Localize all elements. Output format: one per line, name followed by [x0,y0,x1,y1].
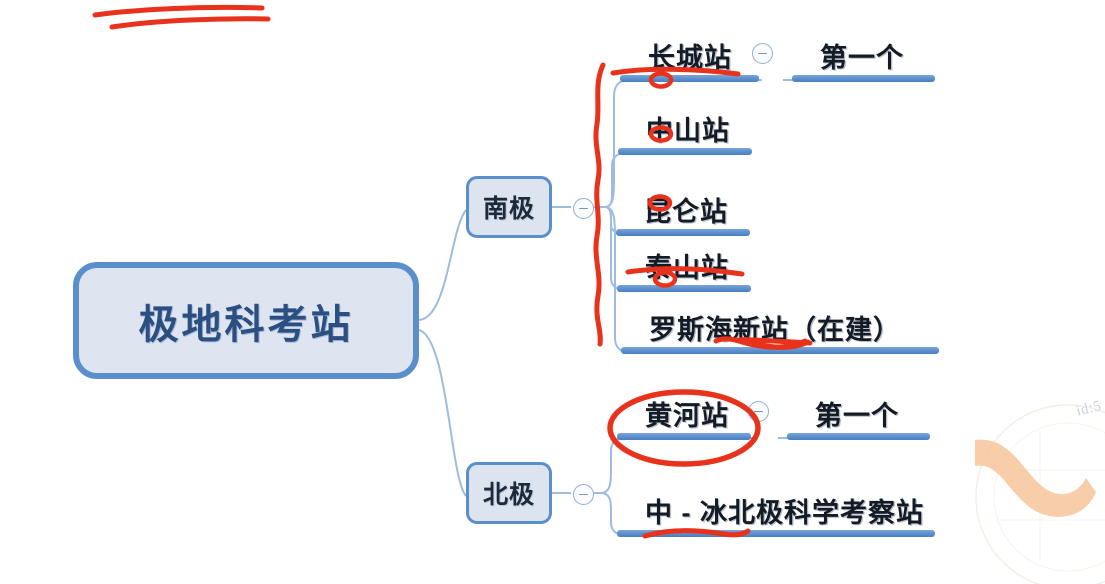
connector-root-to-south [418,209,467,321]
leaf-node-changcheng-first-label: 第一个 [820,43,904,73]
branch-node-north[interactable]: 北极 [466,462,552,524]
leaf-node-huanghe[interactable]: 黄河站 [617,390,797,440]
annotation-top-left-stroke-1 [92,4,265,18]
leaf-underline-zhongshan [618,148,752,155]
leaf-underline-changcheng-first [792,75,935,82]
leaf-node-huanghe-label: 黄河站 [645,401,729,431]
leaf-underline-zhongbing [617,530,935,537]
annotation-luosihai-squiggle [713,336,808,350]
leaf-underline-taishan [617,285,751,292]
annotation-south-bracket [593,62,606,347]
watermark-ring-inner [993,422,1105,572]
leaf-underline-changcheng [620,75,759,82]
leaf-node-kunlun[interactable]: 昆仑站 [616,186,796,236]
leaf-underline-huanghe-first [787,433,930,440]
leaf-underline-huanghe [617,433,751,440]
annotation-huanghe-ellipse [607,389,761,467]
leaf-node-zhongbing-label: 中 - 冰北极科学考察站 [645,498,924,528]
leaf-node-huanghe-first-label: 第一个 [815,401,899,431]
annotation-changcheng-circle [648,71,674,89]
leaf-node-huanghe-first[interactable]: 第一个 [787,390,947,440]
annotation-taishan-underline [625,266,745,277]
collapse-minus-icon-south[interactable] [573,198,594,219]
root-node[interactable]: 极地科考站 [73,262,419,379]
collapse-minus-icon-north[interactable] [573,484,594,505]
root-node-label: 极地科考站 [138,302,354,347]
annotation-taishan-circle [652,270,678,288]
leaf-node-kunlun-label: 昆仑站 [644,197,728,227]
collapse-minus-icon-changcheng[interactable] [752,43,773,64]
annotation-zhongbing-squiggle [642,528,751,539]
watermark-ring [975,404,1105,584]
branch-node-south-label: 南极 [482,195,535,223]
branch-node-north-label: 北极 [482,481,535,509]
connector-root-to-north [418,329,467,497]
leaf-node-changcheng-first[interactable]: 第一个 [792,32,952,82]
annotation-kunlun-circle [647,194,673,212]
annotation-changcheng-underline [610,66,741,77]
leaf-underline-kunlun [616,229,750,236]
annotation-zhongshan-circle [648,125,674,143]
annotation-top-left-stroke-2 [109,16,271,30]
leaf-node-zhongbing[interactable]: 中 - 冰北极科学考察站 [617,487,957,537]
orange-swoosh-decoration [975,439,1096,517]
branch-node-south[interactable]: 南极 [466,176,552,238]
leaf-underline-luosihai [621,347,939,354]
